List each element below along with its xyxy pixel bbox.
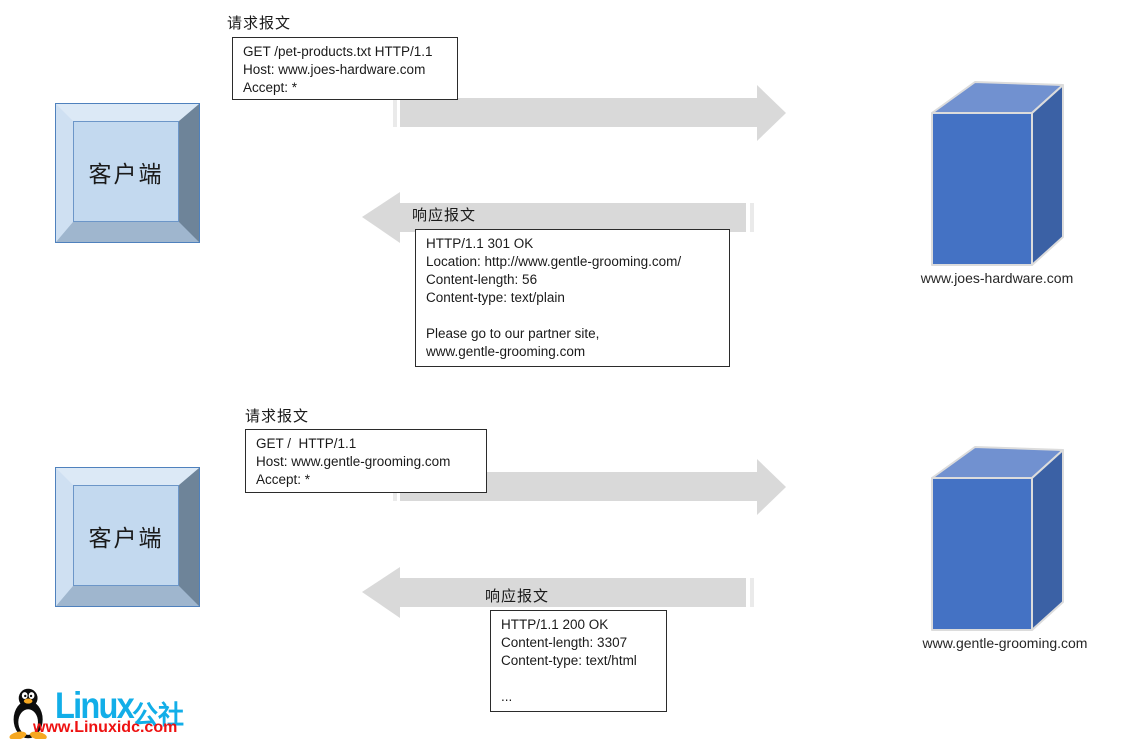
arrow-tail-stripe [750,578,754,607]
server-label-1: www.joes-hardware.com [920,270,1074,286]
response-label-2: 响应报文 [485,588,550,605]
message-line: GET /pet-products.txt HTTP/1.1 [243,44,433,59]
client-node-1: 客户端 [55,103,200,243]
message-line: www.gentle-grooming.com [426,344,586,359]
server-label-2: www.gentle-grooming.com [922,635,1088,651]
client-label: 客户端 [73,485,179,586]
request-label-1: 请求报文 [227,15,292,32]
cube-front-face [931,112,1033,266]
arrow-head-right-icon [757,459,786,515]
request-label-2: 请求报文 [245,408,310,425]
cube-right-face [1031,84,1064,266]
message-line: Content-type: text/html [501,653,637,668]
tux-penguin-icon [9,688,47,739]
message-line: Please go to our partner site, [426,326,600,341]
message-line: Host: www.gentle-grooming.com [256,454,451,469]
message-line: ... [501,689,513,704]
message-line: Content-type: text/plain [426,290,565,305]
message-line: Content-length: 3307 [501,635,628,650]
arrow-head-left-icon [362,567,400,618]
message-line: Host: www.joes-hardware.com [243,62,426,77]
logo-suffix-text: 公社 [132,700,185,730]
message-line: GET / HTTP/1.1 [256,436,357,451]
message-line: HTTP/1.1 301 OK [426,236,534,251]
site-logo: Linux 公社 www.Linuxidc.com [3,684,213,739]
response-message-box-1: HTTP/1.1 301 OK Location: http://www.gen… [415,229,730,367]
arrow-body [400,98,757,127]
client-node-2: 客户端 [55,467,200,607]
arrow-tail-stripe [393,98,397,127]
message-line: Content-length: 56 [426,272,538,287]
request-message-box-2: GET / HTTP/1.1 Host: www.gentle-grooming… [245,429,487,493]
arrow-tail-stripe [750,203,754,232]
response-message-box-2: HTTP/1.1 200 OK Content-length: 3307 Con… [490,610,667,712]
message-line: Accept: * [256,472,311,487]
message-line [426,307,721,325]
logo-url-text: www.Linuxidc.com [33,719,178,736]
message-line: HTTP/1.1 200 OK [501,617,609,632]
message-line [501,670,658,688]
arrow-head-left-icon [362,192,400,243]
cube-front-face [931,477,1033,631]
client-bevel: 客户端 [56,104,199,242]
message-line: Accept: * [243,80,298,95]
arrow-body [400,203,746,232]
arrow-head-right-icon [757,85,786,141]
client-label: 客户端 [73,121,179,222]
arrow-body [400,578,746,607]
server-cube-1 [931,81,1064,266]
response-label-1: 响应报文 [412,207,477,224]
logo-brand-text: Linux [55,685,135,726]
request-message-box-1: GET /pet-products.txt HTTP/1.1 Host: www… [232,37,458,100]
server-cube-2 [931,446,1064,631]
client-bevel: 客户端 [56,468,199,606]
cube-right-face [1031,449,1064,631]
message-line: Location: http://www.gentle-grooming.com… [426,254,682,269]
